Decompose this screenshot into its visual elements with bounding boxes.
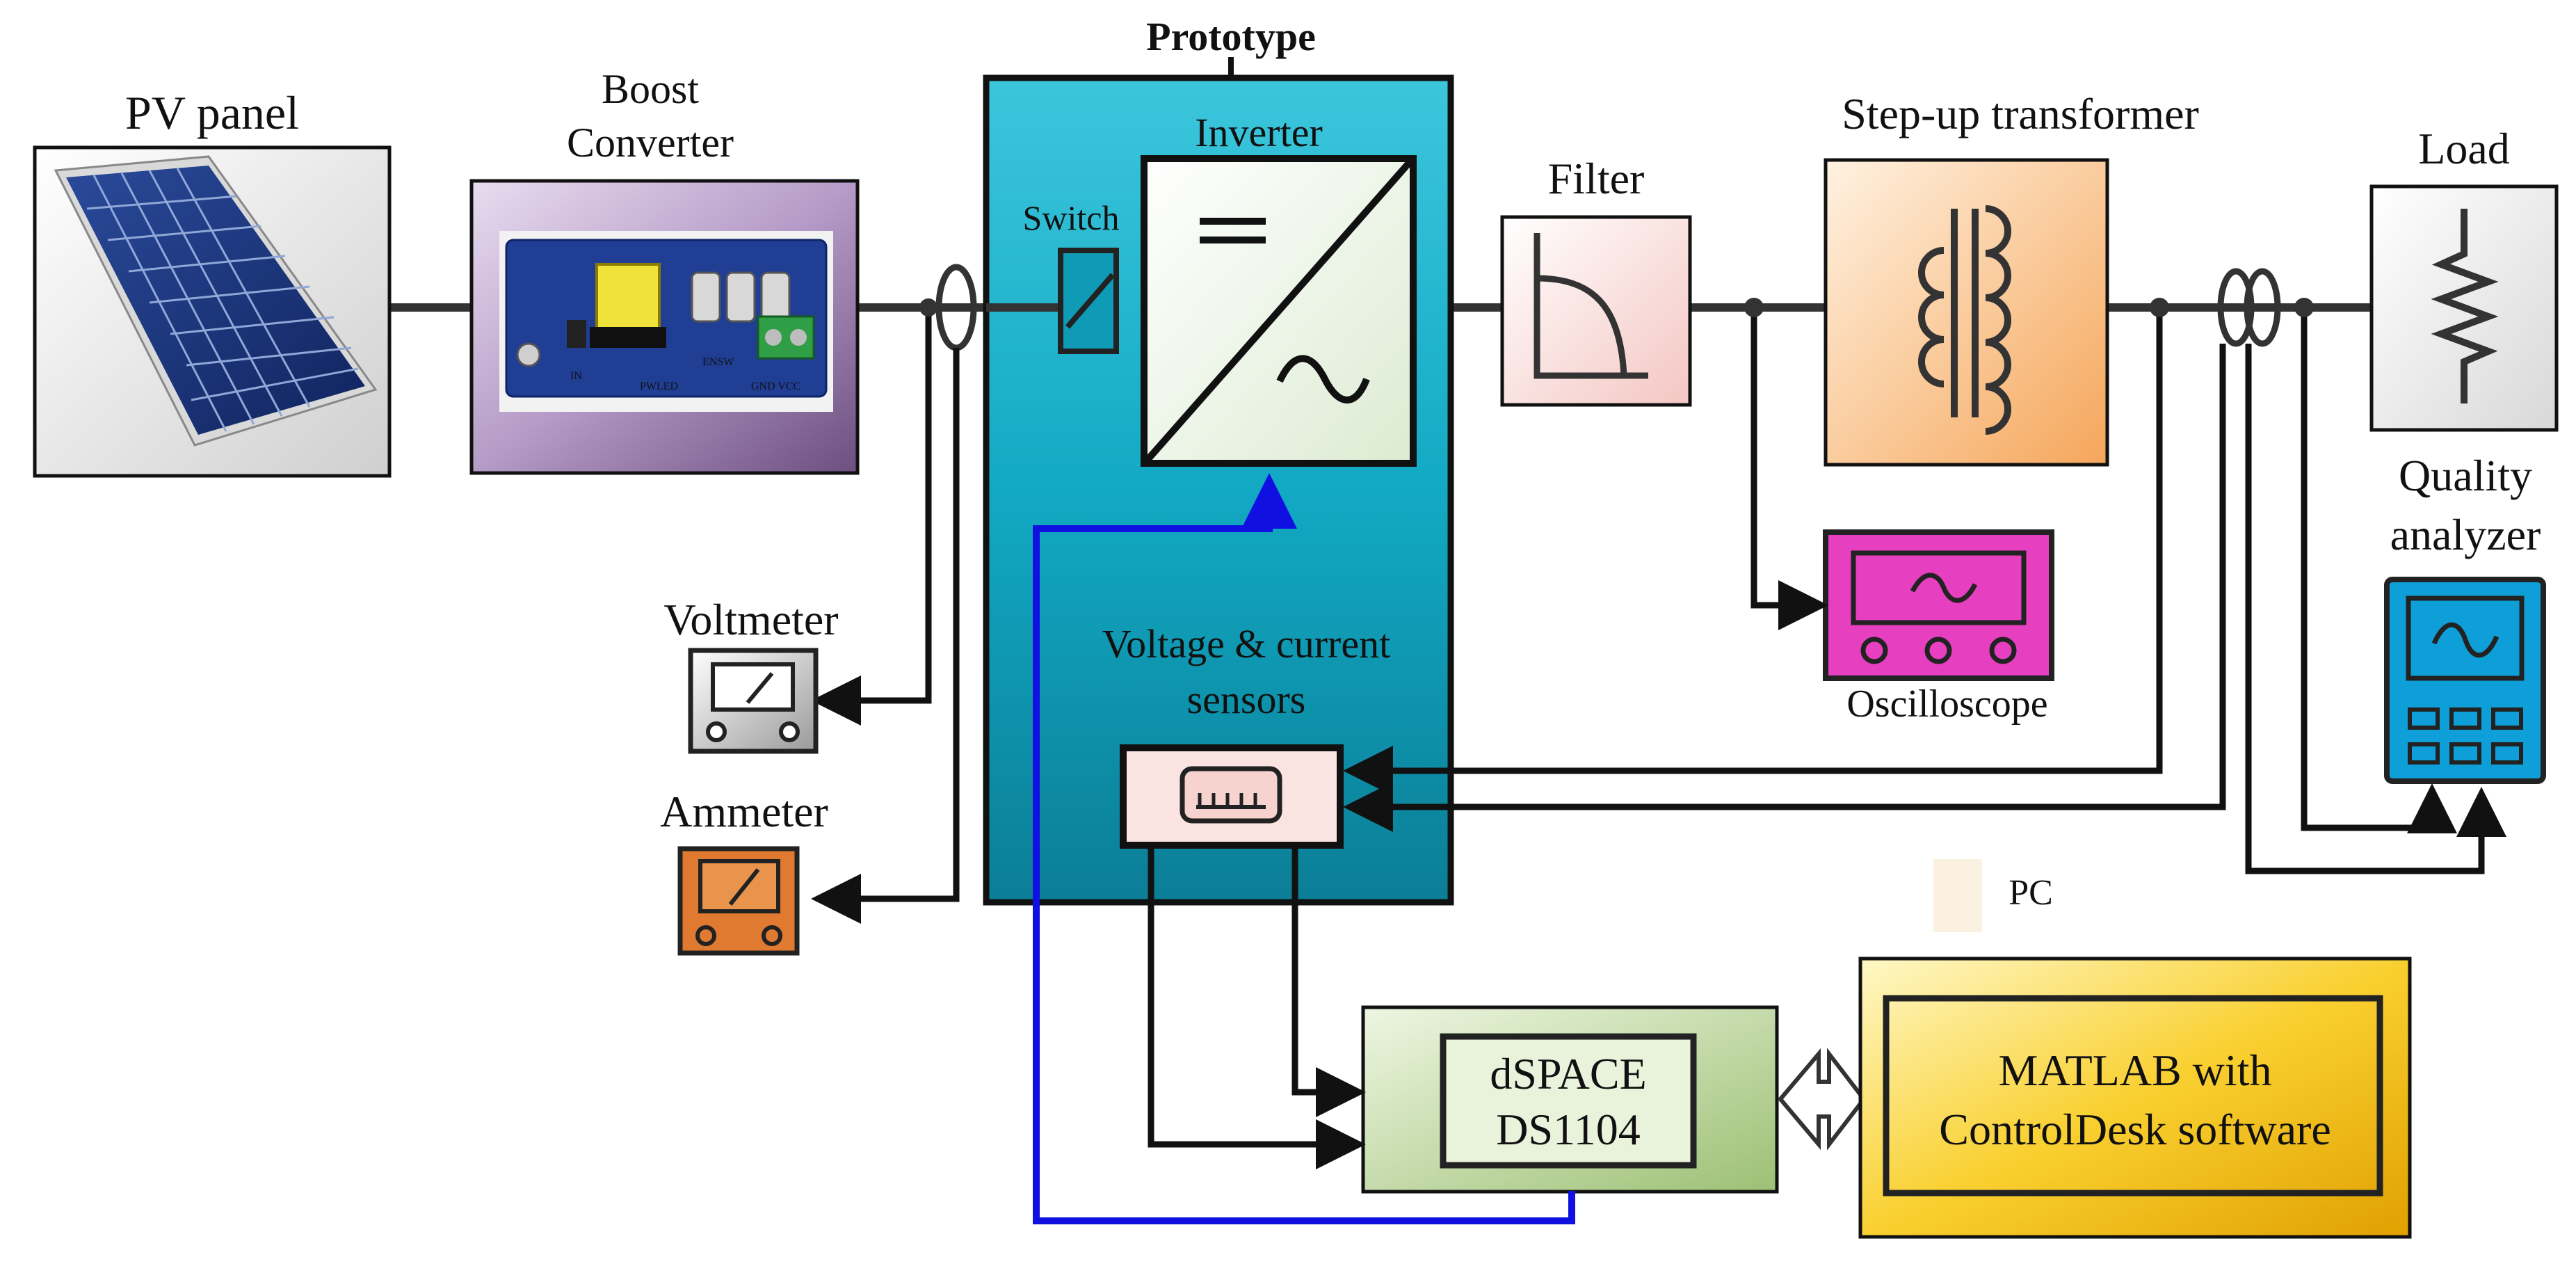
pc-label: PC — [2009, 873, 2053, 913]
inverter-icon — [1145, 159, 1412, 463]
transformer-icon — [1918, 205, 2011, 435]
quality-label-line2: analyzer — [2390, 510, 2541, 559]
pc-marker — [1933, 859, 1982, 932]
resistor-icon — [2431, 209, 2499, 403]
lowpass-filter-icon — [1533, 233, 1648, 379]
sensor-feedback-wiring — [1343, 307, 2226, 832]
dspace-label-line1: dSPACE — [1490, 1049, 1646, 1098]
dspace-label-line2: DS1104 — [1496, 1105, 1640, 1154]
pv-panel-label: PV panel — [125, 86, 299, 139]
oscilloscope-icon — [1823, 529, 2054, 681]
pv-panel-block: PV panel — [33, 86, 392, 478]
junction-dot — [2150, 298, 2169, 317]
board-text-gnd-vcc: GND VCC — [751, 381, 800, 392]
pc-block: PC MATLAB with ControlDesk software — [1858, 859, 2412, 1239]
sensors-block: Voltage & current sensors — [1102, 621, 1390, 849]
bidirectional-arrow-icon — [1778, 1048, 1867, 1151]
sensors-label-line1: Voltage & current — [1102, 621, 1390, 666]
switch-icon — [1058, 248, 1119, 354]
boost-label-line2: Converter — [567, 120, 734, 166]
boost-converter-block: IN PWLED GND VCC ENSW Boost Converter — [469, 66, 860, 475]
quality-label-line1: Quality — [2399, 451, 2532, 500]
meter-wiring — [811, 307, 960, 924]
switch-label: Switch — [1023, 198, 1120, 237]
junction-dot — [1744, 298, 1764, 317]
voltmeter-label: Voltmeter — [663, 595, 838, 644]
board-text-ensw: ENSW — [702, 356, 734, 368]
board-text-pwled: PWLED — [640, 381, 678, 392]
inverter-block: Inverter — [1141, 110, 1417, 467]
transformer-block: Step-up transformer — [1824, 89, 2199, 467]
ammeter-block: Ammeter — [660, 787, 828, 956]
switch-block: Switch — [986, 198, 1120, 354]
filter-block: Filter — [1500, 154, 1692, 407]
current-clamp-icon — [2217, 268, 2281, 347]
dspace-block: dSPACE DS1104 — [1361, 1005, 1779, 1194]
oscilloscope-wiring — [1750, 307, 1828, 630]
filter-label: Filter — [1548, 154, 1645, 203]
junction-dot — [2294, 298, 2314, 317]
sensors-label-line2: sensors — [1187, 677, 1306, 722]
boost-label-line1: Boost — [602, 66, 699, 112]
matlab-label-line2: ControlDesk software — [1939, 1105, 2331, 1154]
quality-analyzer-block: Quality analyzer — [2384, 451, 2546, 784]
quality-wiring — [2245, 307, 2506, 874]
matlab-label-line1: MATLAB with — [1999, 1046, 2272, 1095]
inverter-label: Inverter — [1195, 110, 1323, 155]
load-block: Load — [2369, 124, 2559, 432]
voltmeter-icon — [688, 648, 819, 754]
voltmeter-block: Voltmeter — [663, 595, 839, 754]
sensor-icon — [1180, 766, 1282, 824]
junction-dot — [919, 298, 937, 317]
oscilloscope-block: Oscilloscope — [1823, 529, 2054, 726]
ammeter-icon — [677, 846, 800, 956]
oscilloscope-label: Oscilloscope — [1846, 682, 2047, 726]
load-label: Load — [2418, 124, 2510, 173]
quality-analyzer-icon — [2384, 577, 2546, 784]
prototype-label: Prototype — [1146, 14, 1316, 59]
sensor-to-dspace-wiring — [1148, 845, 1366, 1169]
control-signal-wiring — [1033, 473, 1575, 1224]
board-text-in: IN — [570, 370, 582, 382]
pv-panel-icon — [54, 155, 378, 447]
transformer-label: Step-up transformer — [1842, 89, 2199, 138]
ammeter-label: Ammeter — [660, 787, 828, 836]
boost-board-icon: IN PWLED GND VCC ENSW — [499, 231, 833, 412]
